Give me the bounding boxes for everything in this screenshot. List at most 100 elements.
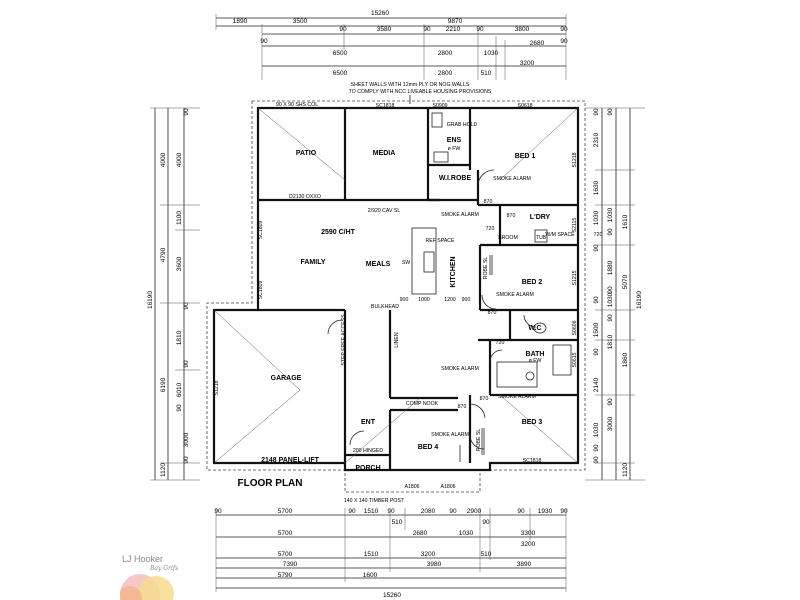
dim-bottom-total: 15260 [383, 592, 401, 599]
dim-bot-r2-2: 2680 [413, 530, 428, 537]
dim-bot-r3-3: 510 [481, 551, 492, 558]
dim-right-total: 16190 [636, 291, 643, 309]
dim-right-m8: 90 [607, 398, 614, 406]
dim-bot-r1-3: 1510 [364, 508, 379, 515]
window-top3: S0618 [517, 103, 532, 109]
dim-left-total: 16190 [147, 291, 154, 309]
note-cav-sl: 2/920 CAV SL [368, 208, 401, 214]
room-media: MEDIA [373, 150, 396, 157]
roof-outline [206, 100, 586, 493]
dim-bot-r3-2: 3200 [421, 551, 436, 558]
dim-right-m6: 90 [607, 314, 614, 322]
idim-1000: 1000 [418, 297, 430, 303]
idim-720c: 720 [496, 340, 505, 346]
dim-top-r2-1: 3580 [377, 26, 392, 33]
dim-top-total: 15260 [371, 10, 389, 17]
note-ncc: TO COMPLY WITH NCC LIVEABLE HOUSING PROV… [349, 89, 492, 95]
window-bottom1: SC1818 [523, 458, 542, 464]
room-meals: MEALS [366, 261, 391, 268]
room-ent: ENT [361, 419, 376, 426]
dim-bot-r1-9: 1930 [538, 508, 553, 515]
dim-top-r4-3: 3200 [520, 60, 535, 67]
dim-left-m0: 4000 [176, 152, 183, 167]
dim-bot-r1-8: 90 [517, 508, 525, 515]
wm-space-label: W/M SPACE [545, 232, 575, 238]
dim-bot-r3-1: 1510 [364, 551, 379, 558]
dim-bot-r1-7: 2900 [467, 508, 482, 515]
dim-bot-r5-0: 5790 [278, 572, 293, 579]
dim-bot-r4-0: 7390 [283, 561, 298, 568]
note-door-oxxo: D2130 OXXO [289, 194, 321, 200]
step-free-label: STEP FREE ACCESS [341, 314, 347, 366]
dim-left-o0: 4000 [160, 152, 167, 167]
robe-sl-bed4: ROBE SL [476, 429, 482, 452]
dim-top-r2-2: 90 [423, 26, 431, 33]
room-porch: PORCH [355, 465, 380, 472]
dim-right-i1: 1030 [593, 210, 600, 225]
window-garage-left: S1218 [214, 380, 220, 395]
dim-top-r1-2: 9870 [448, 18, 463, 25]
note-bulkhead: BULKHEAD [371, 304, 399, 310]
dim-bot-r4-1: 3980 [427, 561, 442, 568]
dim-top-r4-0: 6500 [333, 70, 348, 77]
dim-right-i0: 90 [593, 108, 600, 116]
dim-bot-r2-5: 3300 [521, 530, 536, 537]
dim-top-r3-2: 2800 [438, 50, 453, 57]
dim-bot-r1-0: 90 [214, 508, 222, 515]
room-kitchen: KITCHEN [450, 256, 457, 287]
room-bed1: BED 1 [515, 153, 536, 160]
dim-top-r3-0: 90 [260, 38, 268, 45]
note-hinged: 200 HINGED [353, 448, 384, 454]
fridge-space-label: REF SPACE [425, 238, 455, 244]
dim-left-i2: 90 [183, 360, 190, 368]
smoke-alarm-hall2: SMOKE ALARM [441, 366, 479, 372]
note-ceiling: 2590 C/HT [321, 229, 356, 236]
idim-720a: 720 [486, 226, 495, 232]
plan-notes: 2590 C/HT 2/920 CAV SL D2130 OXXO BULKHE… [261, 194, 405, 504]
window-bottom2: A1806 [404, 484, 419, 490]
dim-top-r1-0: 1890 [233, 18, 248, 25]
window-right2: S2115 [572, 218, 578, 233]
brand-tagline: Bay Grifs [149, 565, 178, 572]
dim-left-m1: 1100 [176, 211, 183, 225]
room-garage: GARAGE [271, 375, 302, 382]
dim-bot-r1-4: 90 [387, 508, 395, 515]
dim-left-i0: 90 [183, 108, 190, 116]
dim-bot-r1-1: 5700 [278, 508, 293, 515]
dim-right-o5: 1860 [622, 352, 629, 367]
brand-name: LJ Hooker [122, 554, 163, 564]
idim-900a: 900 [400, 297, 409, 303]
room-ens: ENS [447, 137, 462, 144]
dim-top-r2-0: 90 [339, 26, 347, 33]
top-dimensions: 15260 1890 3500 9870 90 3580 90 2210 90 … [215, 10, 568, 80]
dim-top-r4-2: 510 [481, 70, 492, 77]
bath-fw: ø FW [529, 358, 542, 364]
room-wc: W.C [528, 325, 541, 332]
dim-left-m4: 6010 [176, 382, 183, 397]
dim-right-o0: 2310 [593, 132, 600, 147]
dim-right-o3: 5070 [622, 274, 629, 289]
smoke-alarm-bed2: SMOKE ALARM [496, 292, 534, 298]
idim-870d: 870 [458, 404, 467, 410]
window-bottom3: A1806 [440, 484, 455, 490]
small-labels: SMOKE ALARM SMOKE ALARM SMOKE ALARM SMOK… [341, 122, 575, 451]
dim-bot-r1-5: 2080 [421, 508, 436, 515]
dim-top-r2-6: 90 [560, 26, 568, 33]
dim-right-i2: 90 [593, 244, 600, 252]
dim-bot-r3-4: 3200 [521, 541, 536, 548]
dim-right-m4: 90 [607, 286, 614, 294]
window-top1: SC1818 [376, 103, 395, 109]
idim-900b: 900 [462, 297, 471, 303]
idim-870e: 870 [480, 396, 489, 402]
dim-left-o3: 1120 [160, 463, 167, 477]
smoke-alarm-bed1: SMOKE ALARM [493, 176, 531, 182]
dim-bot-r1-6: 90 [449, 508, 457, 515]
dim-left-m5: 90 [176, 404, 183, 412]
dim-top-r3-1: 6500 [333, 50, 348, 57]
dim-bot-r5-1: 1600 [363, 572, 378, 579]
dim-top-r2-4: 90 [476, 26, 484, 33]
room-comp-nook: COMP NOOK [406, 401, 439, 407]
dim-bot-r4-2: 3890 [517, 561, 532, 568]
